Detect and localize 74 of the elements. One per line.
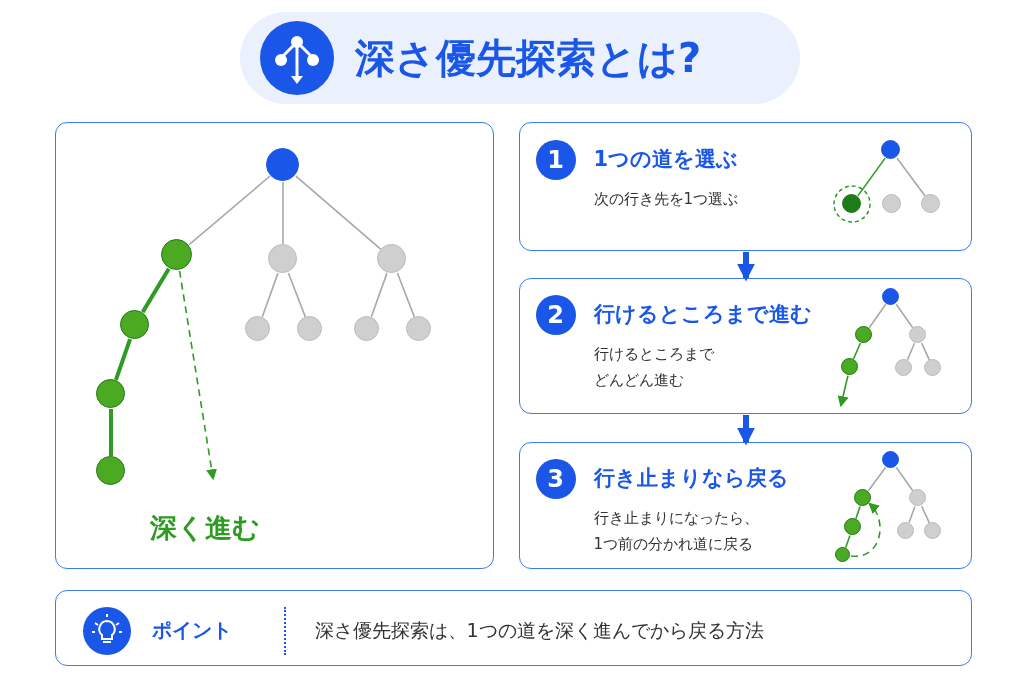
- tree-node-circle: [405, 315, 431, 341]
- step-number-badge: 2: [535, 294, 576, 335]
- connector-line: [396, 272, 416, 318]
- connector-arrow: [837, 374, 849, 408]
- point-label: ポイント: [151, 616, 232, 643]
- tree-node-circle: [896, 521, 914, 539]
- tree-node-circle: [894, 358, 912, 376]
- connector-line: [920, 505, 931, 524]
- tree-node-circle: [853, 488, 871, 506]
- tree-node-circle: [376, 243, 406, 273]
- tree-node-circle: [920, 193, 940, 213]
- connector-line: [188, 175, 271, 246]
- tree-node-circle: [95, 378, 125, 408]
- step-number-badge: 3: [535, 458, 576, 499]
- tree-node-circle: [267, 243, 297, 273]
- connector-arrow: [737, 252, 755, 282]
- connector-line: [844, 534, 851, 549]
- tree-node-circle: [834, 546, 850, 562]
- step-title: 行き止まりなら戻る: [593, 464, 789, 492]
- tree-node-circle: [843, 517, 861, 535]
- connector-line: [920, 342, 931, 361]
- step-description: 行き止まりになったら、1つ前の分かれ道に戻る: [593, 507, 760, 555]
- point-text: 深さ優先探索は、1つの道を深く進んでから戻る方法: [314, 617, 764, 642]
- tree-node-circle: [160, 238, 192, 270]
- tree-node-circle: [840, 357, 858, 375]
- step-box: [519, 278, 972, 414]
- connector-arrow: [737, 415, 755, 446]
- tree-node-circle: [923, 358, 941, 376]
- tree-node-circle: [265, 147, 299, 181]
- connector-line: [895, 303, 914, 329]
- tree-node-circle: [854, 325, 872, 343]
- tree-node-circle: [95, 455, 125, 485]
- connector-line: [857, 157, 886, 197]
- step-description: 行けるところまでどんどん進む: [593, 343, 715, 391]
- connector-arrow: [178, 270, 218, 481]
- tree-node-circle: [841, 193, 861, 213]
- connector-line: [908, 505, 916, 524]
- connector-line: [896, 157, 926, 197]
- connector-line: [114, 338, 132, 381]
- tree-node-circle: [244, 315, 270, 341]
- tree-node-circle: [296, 315, 322, 341]
- tree-node-circle: [881, 450, 899, 468]
- tree-node-circle: [908, 325, 926, 343]
- caption-text: 深く進む: [149, 510, 260, 545]
- step-box: [519, 122, 972, 251]
- tree-node-circle: [353, 315, 379, 341]
- step-number-badge: 1: [535, 139, 576, 180]
- step-title: 行けるところまで進む: [593, 300, 812, 328]
- tree-node-circle: [881, 287, 899, 305]
- tree-node-circle: [908, 488, 926, 506]
- connector-line: [141, 267, 171, 314]
- title: 深さ優先探索とは?: [355, 33, 702, 83]
- connector-line: [287, 272, 307, 318]
- connector-line: [855, 505, 861, 520]
- connector-line: [261, 272, 279, 318]
- connector-line: [109, 409, 113, 456]
- point-box: [55, 590, 972, 666]
- tree-node-circle: [880, 139, 900, 159]
- tree-node-circle: [881, 193, 901, 213]
- connector-arrow: [850, 502, 881, 557]
- connector-line: [906, 342, 916, 361]
- connector-line: [295, 175, 382, 250]
- step-box: [519, 442, 972, 569]
- connector-line: [895, 466, 914, 492]
- tree-node-circle: [119, 309, 149, 339]
- tree-node-circle: [923, 521, 941, 539]
- connector-line: [867, 466, 887, 492]
- connector-line: [370, 272, 388, 318]
- connector-line: [868, 303, 887, 329]
- step-description: 次の行き先を1つ選ぶ: [593, 189, 739, 210]
- tree-panel: [55, 122, 494, 569]
- step-title: 1つの道を選ぶ: [593, 145, 739, 173]
- connector-line: [282, 181, 284, 245]
- connector-line: [852, 342, 862, 360]
